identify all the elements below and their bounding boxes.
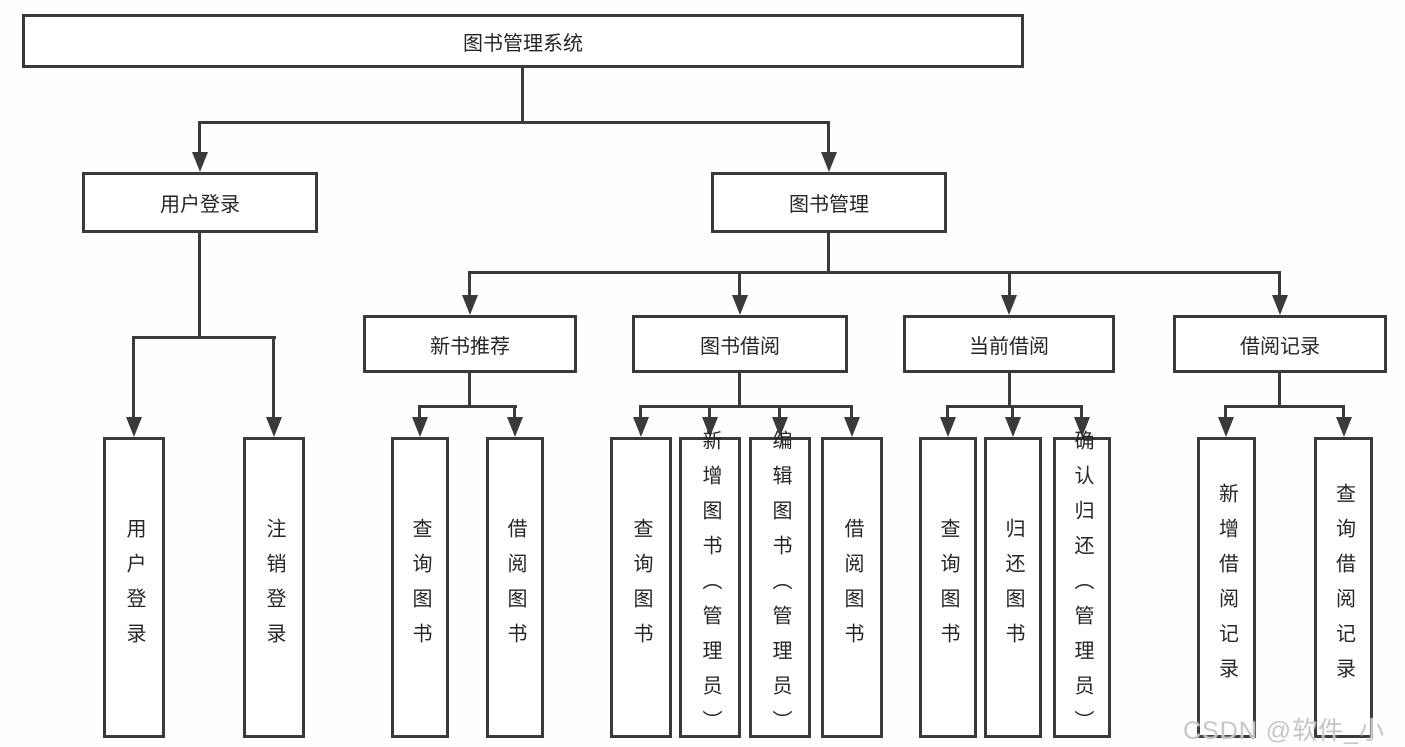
connector-line — [132, 336, 135, 420]
connector-line — [468, 271, 471, 297]
arrow-down-icon — [940, 417, 956, 437]
leaf-logout-label: 注销登录 — [263, 517, 285, 658]
leaf-add-book-admin-label: 新增图书（管理员） — [699, 430, 721, 745]
connector-line — [1008, 271, 1011, 297]
connector-line — [468, 371, 471, 408]
arrow-down-icon — [1336, 417, 1352, 437]
connector-line — [946, 405, 1083, 408]
arrow-down-icon — [192, 152, 208, 172]
leaf-confirm-return-admin: 确认归还（管理员） — [1053, 430, 1111, 745]
arrow-down-icon — [462, 295, 478, 315]
leaf-query-books-3-label: 查询图书 — [937, 517, 959, 658]
leaf-query-books-1: 查询图书 — [391, 437, 449, 738]
connector-line — [198, 121, 201, 155]
connector-line — [1224, 405, 1227, 421]
leaf-add-borrow-record-label: 新增借阅记录 — [1215, 482, 1238, 693]
leaf-logout: 注销登录 — [243, 437, 305, 738]
connector-line — [708, 405, 711, 421]
leaf-query-books-2: 查询图书 — [610, 437, 672, 738]
leaf-add-book-admin: 新增图书（管理员） — [679, 430, 741, 745]
arrow-down-icon — [772, 417, 788, 437]
connector-line — [738, 271, 741, 297]
leaf-borrow-books-1-label: 借阅图书 — [504, 517, 526, 658]
leaf-return-book: 归还图书 — [984, 437, 1042, 738]
node-root-label: 图书管理系统 — [463, 32, 583, 55]
node-book-management: 图书管理 — [711, 172, 947, 233]
watermark: CSDN @软件_小贺同学 — [1183, 717, 1386, 745]
leaf-query-borrow-record: 查询借阅记录 — [1314, 437, 1373, 738]
arrow-down-icon — [1001, 295, 1017, 315]
node-current-borrow-label: 当前借阅 — [969, 335, 1049, 358]
connector-line — [198, 121, 830, 124]
connector-line — [468, 271, 1281, 274]
leaf-borrow-books-2: 借阅图书 — [821, 437, 883, 738]
leaf-query-borrow-record-label: 查询借阅记录 — [1332, 482, 1355, 693]
connector-line — [639, 405, 853, 408]
leaf-edit-book-admin: 编辑图书（管理员） — [749, 430, 811, 745]
leaf-query-books-1-label: 查询图书 — [409, 517, 431, 658]
leaf-edit-book-admin-label: 编辑图书（管理员） — [769, 430, 791, 745]
connector-line — [850, 405, 853, 421]
connector-line — [1278, 271, 1281, 297]
connector-line — [513, 405, 516, 421]
connector-line — [418, 405, 421, 421]
connector-line — [521, 66, 524, 122]
arrow-down-icon — [702, 417, 718, 437]
connector-line — [827, 121, 830, 155]
arrow-down-icon — [507, 417, 523, 437]
node-book-borrow-label: 图书借阅 — [700, 335, 780, 358]
connector-line — [1080, 405, 1083, 421]
node-user-login: 用户登录 — [82, 172, 318, 233]
connector-line — [1011, 405, 1014, 421]
arrow-down-icon — [1005, 417, 1021, 437]
arrow-down-icon — [821, 152, 837, 172]
leaf-user-login: 用户登录 — [103, 437, 165, 738]
connector-line — [272, 336, 275, 420]
node-book-borrow: 图书借阅 — [632, 315, 848, 373]
node-root: 图书管理系统 — [22, 14, 1024, 68]
connector-line — [738, 371, 741, 408]
arrow-down-icon — [412, 417, 428, 437]
connector-line — [946, 405, 949, 421]
connector-line — [198, 231, 201, 338]
connector-line — [1008, 371, 1011, 408]
leaf-query-books-3: 查询图书 — [919, 437, 977, 738]
connector-line — [778, 405, 781, 421]
connector-line — [639, 405, 642, 421]
node-new-book-recommend-label: 新书推荐 — [430, 335, 510, 358]
node-book-management-label: 图书管理 — [789, 194, 869, 216]
connector-line — [132, 336, 276, 339]
connector-line — [418, 405, 517, 408]
leaf-add-borrow-record: 新增借阅记录 — [1197, 437, 1256, 738]
leaf-confirm-return-admin-label: 确认归还（管理员） — [1071, 430, 1093, 745]
leaf-borrow-books-2-label: 借阅图书 — [841, 517, 863, 658]
leaf-user-login-label: 用户登录 — [123, 517, 145, 658]
node-new-book-recommend: 新书推荐 — [363, 315, 577, 373]
arrow-down-icon — [844, 417, 860, 437]
connector-line — [1278, 371, 1281, 408]
arrow-down-icon — [633, 417, 649, 437]
connector-line — [1224, 405, 1345, 408]
node-user-login-label: 用户登录 — [160, 194, 240, 216]
arrow-down-icon — [1074, 417, 1090, 437]
node-borrow-records: 借阅记录 — [1173, 315, 1387, 373]
arrow-down-icon — [732, 295, 748, 315]
connector-line — [1342, 405, 1345, 421]
node-current-borrow: 当前借阅 — [903, 315, 1115, 373]
connector-line — [827, 231, 830, 274]
leaf-query-books-2-label: 查询图书 — [630, 517, 652, 658]
node-borrow-records-label: 借阅记录 — [1240, 335, 1320, 358]
leaf-borrow-books-1: 借阅图书 — [486, 437, 544, 738]
arrow-down-icon — [266, 417, 282, 437]
leaf-return-book-label: 归还图书 — [1002, 517, 1024, 658]
arrow-down-icon — [126, 417, 142, 437]
arrow-down-icon — [1218, 417, 1234, 437]
arrow-down-icon — [1272, 295, 1288, 315]
